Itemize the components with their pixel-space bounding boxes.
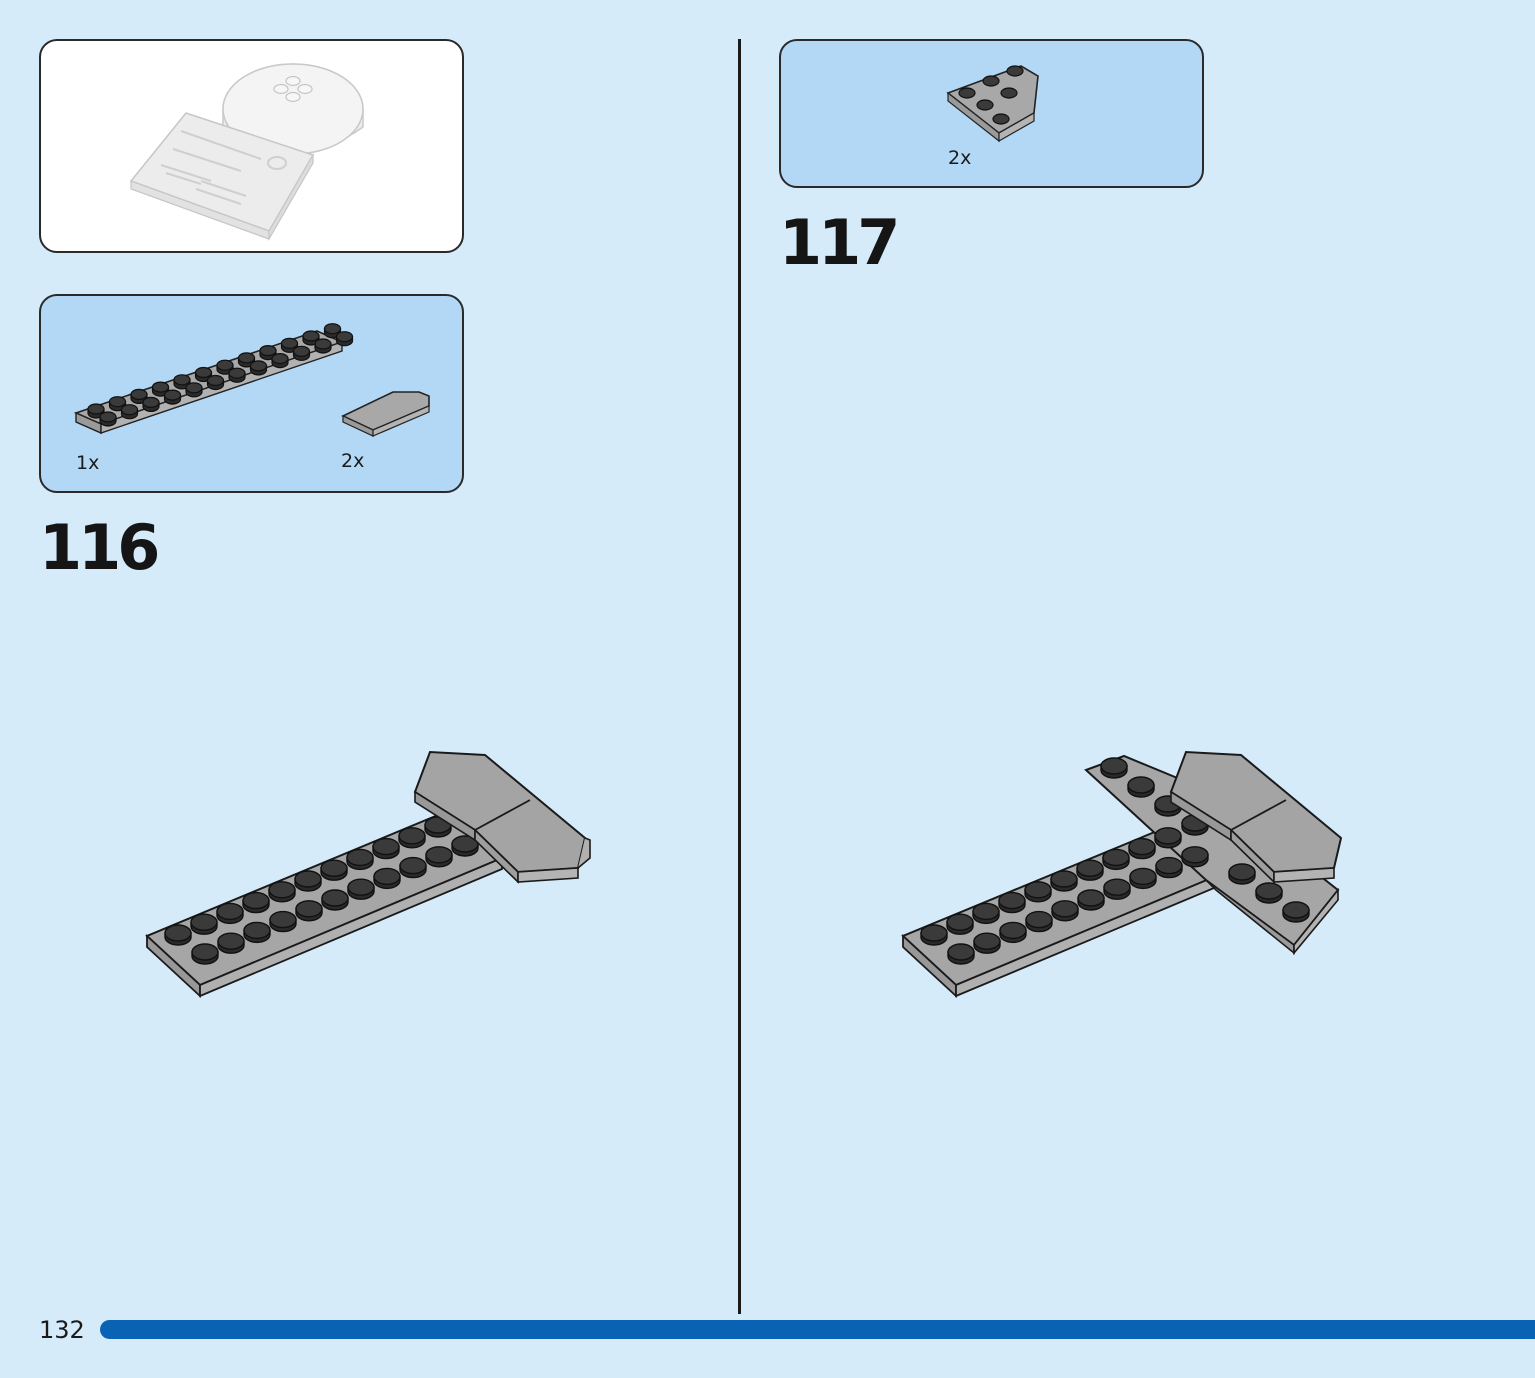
stud: [216, 902, 244, 921]
wedge-plate-3x3-icon: [946, 65, 1039, 143]
stud: [323, 323, 342, 335]
stud: [321, 889, 349, 907]
parts-list-step-116: 1x 2x: [39, 294, 464, 493]
stud: [1155, 856, 1183, 875]
stud: [268, 881, 296, 899]
stud: [108, 396, 127, 408]
stud: [998, 891, 1026, 910]
stud: [271, 352, 289, 365]
stud: [1103, 878, 1131, 896]
stud: [1154, 827, 1182, 845]
assembly-step-116: [145, 750, 591, 999]
stud: [87, 403, 105, 415]
stud: [946, 913, 974, 931]
stud: [228, 367, 246, 379]
stud: [1025, 910, 1053, 929]
stud: [347, 878, 375, 896]
stud: [1076, 859, 1104, 877]
plate-2x12-icon: [73, 323, 354, 435]
stud: [999, 921, 1027, 940]
stud: [216, 359, 234, 371]
stud: [294, 870, 322, 888]
stud: [173, 374, 191, 386]
stud: [1024, 881, 1052, 899]
stud: [191, 943, 219, 961]
stud: [217, 932, 245, 950]
quantity-label: 1x: [76, 452, 100, 474]
stud: [1051, 900, 1079, 918]
stud: [1282, 901, 1310, 919]
stud: [335, 331, 354, 343]
stud: [120, 404, 139, 416]
stud: [399, 856, 427, 875]
stud: [269, 910, 297, 929]
parts-list-step-117: 2x: [779, 39, 1204, 188]
stud: [947, 943, 975, 961]
stud: [194, 366, 213, 379]
stud: [280, 337, 299, 349]
stud: [1128, 837, 1156, 856]
assembly-step-117: [901, 750, 1343, 999]
quantity-label: 2x: [341, 450, 365, 472]
stud: [142, 396, 160, 409]
stud: [295, 900, 323, 918]
stud: [314, 338, 332, 350]
stud: [302, 330, 320, 342]
stud: [1100, 757, 1128, 775]
stud: [99, 411, 117, 423]
stud: [164, 924, 192, 942]
stud: [190, 913, 218, 931]
stud: [292, 345, 311, 357]
stud: [185, 382, 203, 394]
stud: [151, 381, 170, 393]
step-number: 117: [779, 206, 900, 279]
stud: [346, 848, 374, 867]
stud: [373, 867, 401, 886]
quantity-label: 2x: [948, 147, 972, 169]
stud: [249, 360, 268, 372]
stud: [372, 837, 400, 856]
stud: [320, 859, 348, 877]
step-number: 116: [39, 511, 160, 584]
display-stand-icon: [129, 63, 364, 242]
page-number: 132: [39, 1316, 85, 1344]
stud: [1050, 870, 1078, 888]
stud: [1102, 848, 1130, 867]
stud: [163, 389, 182, 401]
stud: [920, 924, 948, 942]
column-divider: [738, 39, 741, 1314]
stud: [1228, 863, 1256, 881]
stud: [243, 921, 271, 940]
stud: [237, 352, 256, 364]
stud: [398, 827, 426, 845]
stud: [973, 932, 1001, 950]
stud: [130, 388, 148, 401]
context-panel: [39, 39, 464, 253]
stud: [1255, 882, 1283, 900]
stud: [425, 846, 453, 864]
wedge-plate-icon: [341, 391, 430, 437]
stud: [972, 902, 1000, 921]
stud: [1129, 867, 1157, 886]
stud: [206, 374, 225, 387]
stud: [1127, 776, 1155, 794]
stud: [259, 344, 277, 357]
stud: [1181, 846, 1209, 864]
stud: [1077, 889, 1105, 907]
stud: [242, 891, 270, 910]
progress-bar: [100, 1320, 1535, 1339]
